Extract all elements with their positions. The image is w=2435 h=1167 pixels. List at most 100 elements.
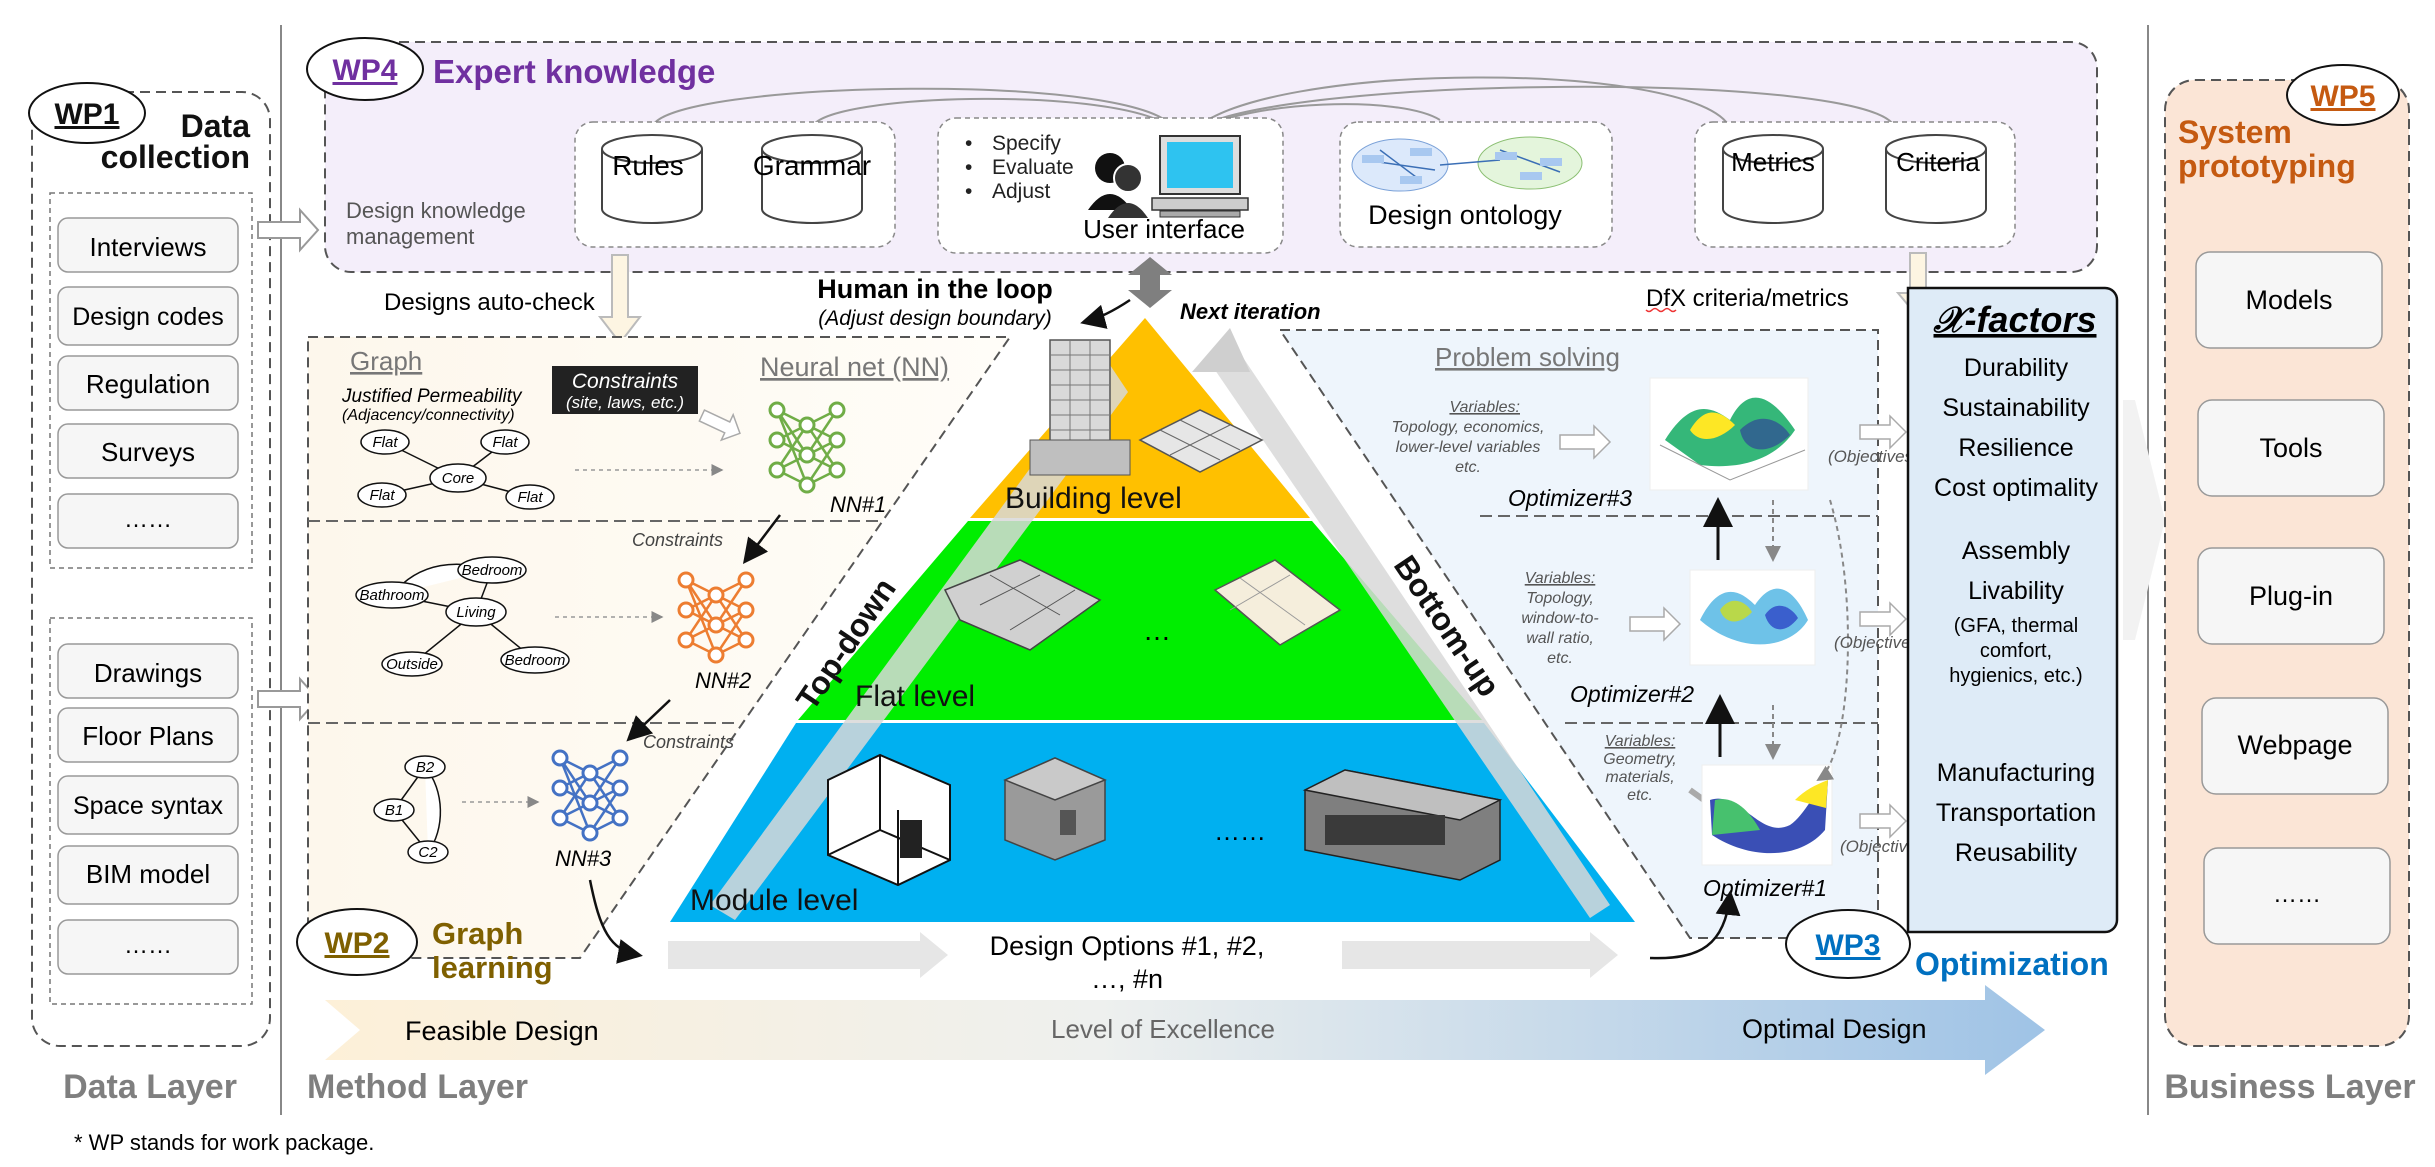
xfactor-livability: Livability bbox=[1968, 577, 2064, 605]
business-item-models bbox=[2195, 251, 2383, 349]
flat-plan-image-1 bbox=[943, 559, 1102, 651]
data-item-bim-model-label: BIM model bbox=[86, 859, 210, 889]
svg-text:•: • bbox=[965, 180, 972, 203]
spellcheck-underline bbox=[1645, 307, 1677, 313]
data-item-surveys-label: Surveys bbox=[101, 437, 195, 467]
data-item-interviews-label: Interviews bbox=[89, 232, 206, 262]
problem-solving-title: Problem solving bbox=[1435, 342, 1620, 372]
design-ontology-label: Design ontology bbox=[1368, 200, 1562, 230]
optimization-panel: Problem solving Variables: Topology, eco… bbox=[1278, 329, 2109, 982]
xfactor-resilience: Resilience bbox=[1958, 434, 2073, 462]
xfactor-livability-detail: (GFA, thermal bbox=[1954, 615, 2078, 637]
building-floorplan-image bbox=[1138, 409, 1264, 473]
data-item-design-codes-label: Design codes bbox=[72, 303, 223, 331]
graph-2 bbox=[355, 556, 570, 677]
module-image-3 bbox=[1302, 769, 1503, 881]
graph-3 bbox=[373, 755, 449, 864]
nn-title: Neural net (NN) bbox=[760, 352, 949, 382]
bottom-up-arrowhead bbox=[1192, 328, 1250, 372]
top-down-band bbox=[710, 362, 1128, 920]
designs-auto-check-label: Designs auto-check bbox=[384, 289, 596, 316]
graph3-node: C2 bbox=[418, 844, 438, 861]
graph-learning-title-2: learning bbox=[432, 950, 553, 985]
vars2-line: window-to- bbox=[1521, 610, 1598, 627]
vars1-line: etc. bbox=[1627, 787, 1653, 804]
design-knowledge-management: Design knowledge bbox=[346, 198, 526, 223]
constraints-box-sub: (site, laws, etc.) bbox=[566, 393, 684, 412]
xfactor-durability: Durability bbox=[1964, 354, 2069, 382]
flat-level-label: Flat level bbox=[855, 680, 975, 713]
module-ellipsis: …… bbox=[1214, 816, 1266, 846]
business-item-plug-in-label: Plug-in bbox=[2249, 581, 2333, 611]
graph1-node: Flat bbox=[517, 489, 543, 506]
wp2-label: WP2 bbox=[324, 927, 389, 960]
graph-1 bbox=[357, 429, 555, 510]
rules-database-icon bbox=[601, 134, 703, 224]
data-item-more-1-label: …… bbox=[124, 506, 172, 533]
variables-label-2: Variables: bbox=[1525, 570, 1596, 587]
optimizer3-label: Optimizer#3 bbox=[1508, 485, 1632, 511]
wp4-label: WP4 bbox=[332, 54, 397, 87]
constraints-box-title: Constraints bbox=[572, 370, 679, 393]
level-of-excellence-label: Level of Excellence bbox=[1051, 1014, 1275, 1044]
excellence-arrow bbox=[325, 985, 2045, 1075]
grammar-label: Grammar bbox=[753, 150, 871, 181]
metrics-label: Metrics bbox=[1731, 147, 1815, 177]
graph2-node: Bedroom bbox=[505, 652, 566, 669]
dfx-criteria-label: DfX criteria/metrics bbox=[1646, 285, 1849, 312]
graph1-node: Flat bbox=[372, 434, 398, 451]
optimizer1-label: Optimizer#1 bbox=[1703, 875, 1827, 901]
system-prototyping-title-2: prototyping bbox=[2178, 148, 2356, 184]
expert-knowledge-title: Expert knowledge bbox=[433, 53, 715, 90]
metrics-database-icon bbox=[1722, 134, 1824, 224]
method-layer-label: Method Layer bbox=[307, 1068, 528, 1106]
data-item-design-codes bbox=[57, 286, 239, 346]
criteria-label: Criteria bbox=[1896, 147, 1980, 177]
computer-icon bbox=[1151, 135, 1249, 218]
business-item-tools-label: Tools bbox=[2259, 433, 2322, 463]
business-item-models-label: Models bbox=[2245, 285, 2332, 315]
variables-label-3: Variables: bbox=[1449, 399, 1520, 416]
nn1-label: NN#1 bbox=[830, 492, 886, 517]
to-business-arrow bbox=[2123, 400, 2165, 640]
variables-label-1: Variables: bbox=[1605, 733, 1676, 750]
nn2-icon bbox=[677, 571, 755, 664]
wp5-label: WP5 bbox=[2310, 80, 2375, 113]
optimizer2-label: Optimizer#2 bbox=[1570, 681, 1694, 707]
data-collection-panel: WP1 Data collection Interviews Design co… bbox=[28, 82, 271, 1047]
xfactor-livability-detail: hygienics, etc.) bbox=[1949, 665, 2082, 687]
data-item-space-syntax-label: Space syntax bbox=[73, 792, 224, 820]
graph1-node: Core bbox=[442, 470, 475, 487]
data-item-drawings-label: Drawings bbox=[94, 658, 202, 688]
svg-text:•: • bbox=[965, 156, 972, 179]
human-in-the-loop-label: Human in the loop bbox=[817, 274, 1053, 304]
graph-learning-panel: Graph Neural net (NN) Justified Permeabi… bbox=[296, 336, 1012, 985]
data-item-more-2-label: …… bbox=[124, 932, 172, 959]
x-factors-title: 𝒳-factors bbox=[1933, 299, 2097, 340]
expert-knowledge-panel: WP4 Expert knowledge Design knowledge ma… bbox=[306, 37, 2098, 273]
building-tower-image bbox=[1029, 339, 1131, 476]
data-item-surveys bbox=[57, 423, 239, 479]
flat-plan-image-2 bbox=[1213, 559, 1342, 646]
data-item-more-1 bbox=[57, 493, 239, 549]
action-specify: Specify bbox=[992, 132, 1061, 155]
data-item-more-2 bbox=[57, 919, 239, 975]
objectives-label-2: (Objectives) bbox=[1834, 633, 1925, 652]
design-options-line1: Design Options #1, #2, bbox=[990, 931, 1265, 961]
graph1-node: Flat bbox=[492, 434, 518, 451]
module-image-2 bbox=[1003, 757, 1107, 861]
justified-permeability: Justified Permeability bbox=[341, 386, 523, 407]
data-item-regulation bbox=[57, 355, 239, 411]
rules-label: Rules bbox=[612, 150, 684, 181]
data-layer-label: Data Layer bbox=[63, 1068, 237, 1106]
xfactor-sustainability: Sustainability bbox=[1942, 394, 2090, 422]
business-layer-label: Business Layer bbox=[2164, 1068, 2415, 1106]
nn2-label: NN#2 bbox=[695, 668, 751, 693]
footnote: * WP stands for work package. bbox=[74, 1130, 374, 1155]
graph2-node: Bedroom bbox=[462, 562, 523, 579]
bottom-up-band bbox=[1215, 350, 1610, 918]
module-image-1 bbox=[827, 753, 951, 887]
vars2-line: Topology, bbox=[1526, 590, 1594, 607]
wp1-label: WP1 bbox=[54, 98, 119, 131]
